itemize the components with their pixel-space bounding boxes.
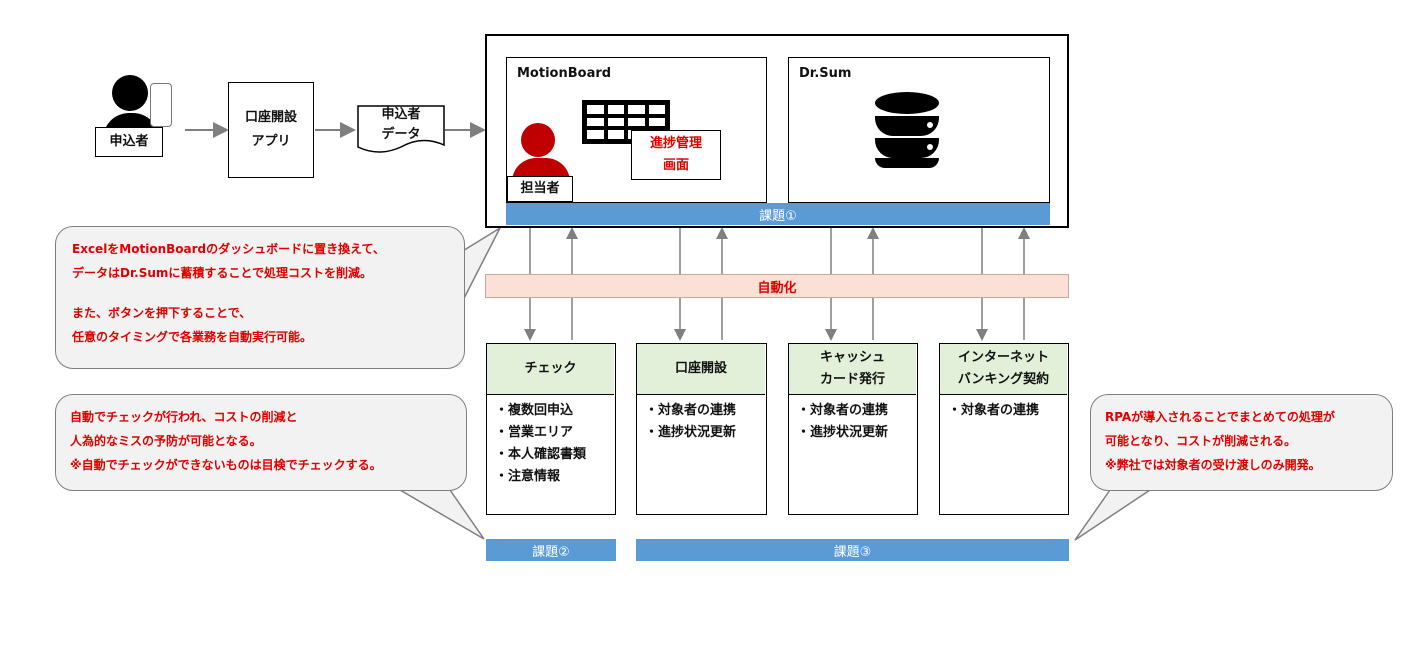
process-check: チェック ・複数回申込 ・営業エリア ・本人確認書類 ・注意情報	[486, 343, 616, 515]
process-title-2: バンキング契約	[957, 372, 1050, 387]
database-icon	[875, 92, 939, 168]
staff-label: 担当者	[507, 176, 573, 202]
progress-screen-box: 進捗管理 画面	[631, 130, 721, 180]
process-cash-card: キャッシュ カード発行 ・対象者の連携 ・進捗状況更新	[788, 343, 918, 515]
drsum-panel: Dr.Sum	[788, 57, 1050, 203]
app-line2: アプリ	[251, 134, 291, 149]
process-item: ・本人確認書類	[495, 447, 587, 462]
issue2-bar: 課題②	[486, 539, 616, 561]
bubble-r-line1: RPAが導入されることでまとめての処理が	[1105, 410, 1335, 424]
automation-bar: 自動化	[485, 274, 1069, 298]
process-internet-banking: インターネット バンキング契約 ・対象者の連携	[939, 343, 1069, 515]
staff-head-icon	[521, 123, 555, 157]
applicant-data-document: 申込者 データ	[357, 105, 445, 153]
person-icon	[112, 75, 148, 111]
applicant-group: 申込者	[95, 75, 180, 165]
process-items: ・対象者の連携 ・進捗状況更新	[645, 400, 736, 444]
process-title: チェック	[524, 361, 577, 376]
bubble-lt-line3: また、ボタンを押下することで、	[72, 306, 252, 320]
bubble-tail-right	[1074, 489, 1151, 541]
bubble-left-top: ExcelをMotionBoardのダッシュボードに置き換えて、 データはDr.…	[55, 226, 465, 369]
bubble-lb-line1: 自動でチェックが行われ、コストの削減と	[70, 410, 298, 424]
process-account-opening: 口座開設 ・対象者の連携 ・進捗状況更新	[636, 343, 767, 515]
bubble-left-bottom: 自動でチェックが行われ、コストの削減と 人為的なミスの予防が可能となる。 ※自動…	[55, 394, 467, 491]
bubble-right: RPAが導入されることでまとめての処理が 可能となり、コストが削減される。 ※弊…	[1090, 394, 1393, 491]
bubble-lt-line2: データはDr.Sumに蓄積することで処理コストを削減。	[72, 266, 373, 280]
process-items: ・複数回申込 ・営業エリア ・本人確認書類 ・注意情報	[495, 400, 586, 488]
bubble-r-line3: ※弊社では対象者の受け渡しのみ開発。	[1105, 458, 1321, 472]
progress-line1: 進捗管理	[649, 136, 702, 151]
account-app-box: 口座開設 アプリ	[228, 82, 314, 178]
process-title: キャッシュ	[819, 350, 885, 365]
data-line2: データ	[381, 127, 421, 142]
issue3-bar: 課題③	[636, 539, 1069, 561]
process-title-2: カード発行	[819, 372, 885, 387]
process-title: 口座開設	[674, 361, 727, 376]
automation-label: 自動化	[757, 280, 797, 296]
process-item: ・営業エリア	[495, 425, 574, 440]
bubble-lb-line3: ※自動でチェックができないものは目検でチェックする。	[70, 458, 382, 472]
process-items: ・対象者の連携 ・進捗状況更新	[797, 400, 888, 444]
smartphone-icon	[150, 83, 172, 127]
process-item: ・進捗状況更新	[645, 425, 737, 440]
process-item: ・複数回申込	[495, 403, 574, 418]
app-line1: 口座開設	[244, 110, 297, 125]
process-item: ・対象者の連携	[645, 403, 737, 418]
process-items: ・対象者の連携	[948, 400, 1039, 422]
data-line1: 申込者	[381, 107, 421, 122]
process-item: ・対象者の連携	[797, 403, 889, 418]
bubble-tail-bottom	[399, 489, 485, 540]
issue1-bar: 課題①	[506, 203, 1050, 225]
motionboard-title: MotionBoard	[517, 66, 612, 81]
bubble-r-line2: 可能となり、コストが削減される。	[1105, 434, 1297, 448]
bubble-lt-line4: 任意のタイミングで各業務を自動実行可能。	[72, 330, 313, 344]
motionboard-panel: MotionBoard 進捗管理 画面 担当者	[506, 57, 767, 203]
bubble-lt-line1: ExcelをMotionBoardのダッシュボードに置き換えて、	[72, 242, 385, 256]
drsum-title: Dr.Sum	[799, 66, 852, 81]
process-item: ・進捗状況更新	[797, 425, 889, 440]
process-item: ・注意情報	[495, 469, 561, 484]
applicant-label: 申込者	[95, 127, 163, 157]
process-title: インターネット	[957, 350, 1049, 365]
bubble-lb-line2: 人為的なミスの予防が可能となる。	[70, 434, 262, 448]
process-item: ・対象者の連携	[948, 403, 1040, 418]
progress-line2: 画面	[662, 158, 689, 173]
document-shape	[357, 105, 445, 153]
